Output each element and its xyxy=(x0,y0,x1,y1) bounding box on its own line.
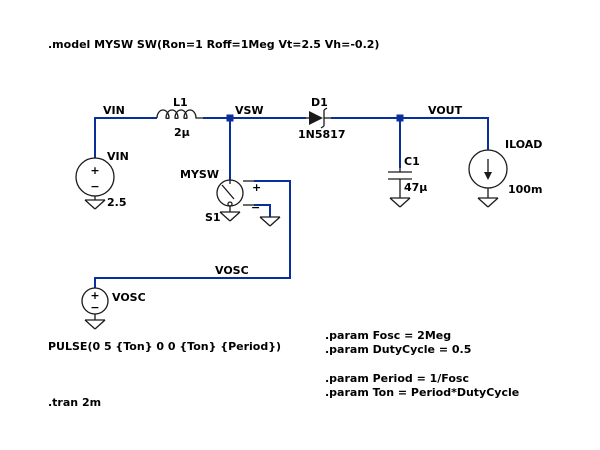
d1-name-label: D1 xyxy=(311,96,328,109)
junction-vout xyxy=(396,114,404,122)
d1-diode[interactable] xyxy=(306,107,331,129)
c1-capacitor[interactable] xyxy=(388,168,412,198)
vosc-name-label: VOSC xyxy=(112,291,146,304)
vin-voltage-source[interactable]: + − xyxy=(75,157,115,200)
pulse-source-spec[interactable]: PULSE(0 5 {Ton} 0 0 {Ton} {Period}) xyxy=(48,340,281,353)
param-ton-directive[interactable]: .param Ton = Period*DutyCycle xyxy=(325,386,519,399)
s1-ground-icon xyxy=(219,211,241,222)
vosc-ground-icon xyxy=(84,319,106,330)
wires xyxy=(94,117,489,288)
s1-ctrl-minus: − xyxy=(251,201,260,214)
param-period-directive[interactable]: .param Period = 1/Fosc xyxy=(325,372,469,385)
wire-switch-ctrl-neg[interactable] xyxy=(254,204,271,217)
l1-name-label: L1 xyxy=(173,96,188,109)
l1-value-label: 2μ xyxy=(174,126,190,139)
wire-switch-ctrl-to-vosc[interactable] xyxy=(94,180,291,288)
net-label-vout: VOUT xyxy=(428,104,463,117)
param-dutycycle-directive[interactable]: .param DutyCycle = 0.5 xyxy=(325,343,471,356)
s1-name-label: S1 xyxy=(205,211,221,224)
vin-minus-sign: − xyxy=(90,180,99,193)
d1-value-label: 1N5817 xyxy=(298,128,345,141)
c1-value-label: 47μ xyxy=(404,181,427,194)
vin-ground-icon xyxy=(84,199,106,210)
vosc-minus-sign: − xyxy=(90,301,99,314)
iload-current-source[interactable] xyxy=(468,149,508,198)
vin-plus-sign: + xyxy=(90,164,99,177)
iload-value-label: 100m xyxy=(508,183,542,196)
net-label-vosc: VOSC xyxy=(215,264,249,277)
iload-ground-icon xyxy=(477,197,499,208)
c1-name-label: C1 xyxy=(404,155,420,168)
l1-inductor[interactable] xyxy=(156,109,203,120)
vosc-voltage-source[interactable]: + − xyxy=(81,287,109,320)
s1-ctrl-ground-icon xyxy=(259,216,281,227)
vin-name-label: VIN xyxy=(107,150,129,163)
s1-switch[interactable]: + − xyxy=(216,179,261,214)
net-label-vin: VIN xyxy=(103,104,125,117)
c1-ground-icon xyxy=(389,197,411,208)
s1-model-label: MYSW xyxy=(180,168,219,181)
param-fosc-directive[interactable]: .param Fosc = 2Meg xyxy=(325,329,451,342)
junction-vsw xyxy=(226,114,234,122)
s1-ctrl-plus: + xyxy=(252,181,261,194)
tran-directive[interactable]: .tran 2m xyxy=(48,396,101,409)
wire-d1-to-vout[interactable] xyxy=(331,117,489,150)
net-label-vsw: VSW xyxy=(235,104,264,117)
vin-value-label: 2.5 xyxy=(107,196,127,209)
model-directive[interactable]: .model MYSW SW(Ron=1 Roff=1Meg Vt=2.5 Vh… xyxy=(48,38,379,51)
wire-vin-to-l1[interactable] xyxy=(94,117,157,158)
iload-name-label: ILOAD xyxy=(505,138,542,151)
vosc-plus-sign: + xyxy=(90,289,99,302)
